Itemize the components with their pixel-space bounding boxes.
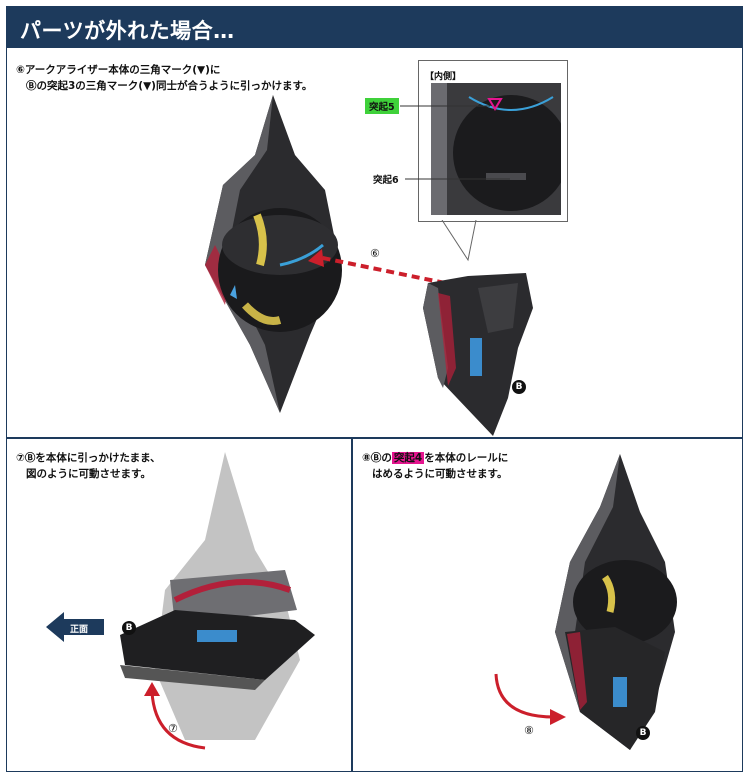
protrusion6-leader	[405, 178, 510, 180]
section-divider	[6, 437, 743, 439]
step7-number: ⑦	[168, 722, 178, 735]
protrusion6-label: 突起6	[373, 175, 399, 186]
page-title: パーツが外れた場合…	[20, 19, 235, 43]
step8-rotation-arrow	[494, 673, 566, 725]
inset-title: 【内側】	[425, 72, 462, 82]
step8-device-illustration	[555, 454, 677, 750]
protrusion5-leader	[400, 105, 490, 107]
step8-prefix: ⑧Ⓑの	[362, 452, 392, 464]
step7-instruction-line2: 図のように可動させます。	[26, 468, 151, 480]
protrusion4-highlight: 突起4	[391, 452, 425, 464]
front-direction-arrow	[46, 612, 104, 642]
step6-instruction-line2: Ⓑの突起3の三角マーク(▼)同士が合うように引っかけます。	[26, 80, 313, 92]
step8-suffix: を本体のレールに	[424, 452, 509, 464]
inset-callout-lines	[441, 220, 477, 262]
front-label: 正面	[70, 625, 89, 635]
step6-instruction-line1: ⑥アークアライザー本体の三角マーク(▼)に	[16, 64, 221, 76]
step7-rotation-arrow	[144, 682, 206, 750]
part-b-illustration	[423, 273, 533, 436]
protrusion5-tag: 突起5	[365, 98, 399, 114]
step7-instruction-line1: ⑦Ⓑを本体に引っかけたまま、	[16, 452, 161, 464]
step8-instruction-line2: はめるように可動させます。	[372, 468, 508, 480]
step6-number: ⑥	[370, 247, 380, 260]
step7-device-illustration	[120, 452, 315, 740]
step8-part-b-badge: B	[636, 726, 650, 740]
content-frame	[6, 48, 743, 772]
inset-illustration	[431, 83, 561, 215]
device-body-illustration	[205, 95, 342, 413]
part-b-badge: B	[512, 380, 526, 394]
step7-part-b-badge: B	[122, 621, 136, 635]
column-divider	[351, 438, 353, 772]
inside-view-inset: 【内側】	[418, 60, 568, 222]
page-header: パーツが外れた場合…	[6, 6, 743, 48]
attach-arrow	[308, 249, 446, 285]
step8-number: ⑧	[524, 724, 534, 737]
